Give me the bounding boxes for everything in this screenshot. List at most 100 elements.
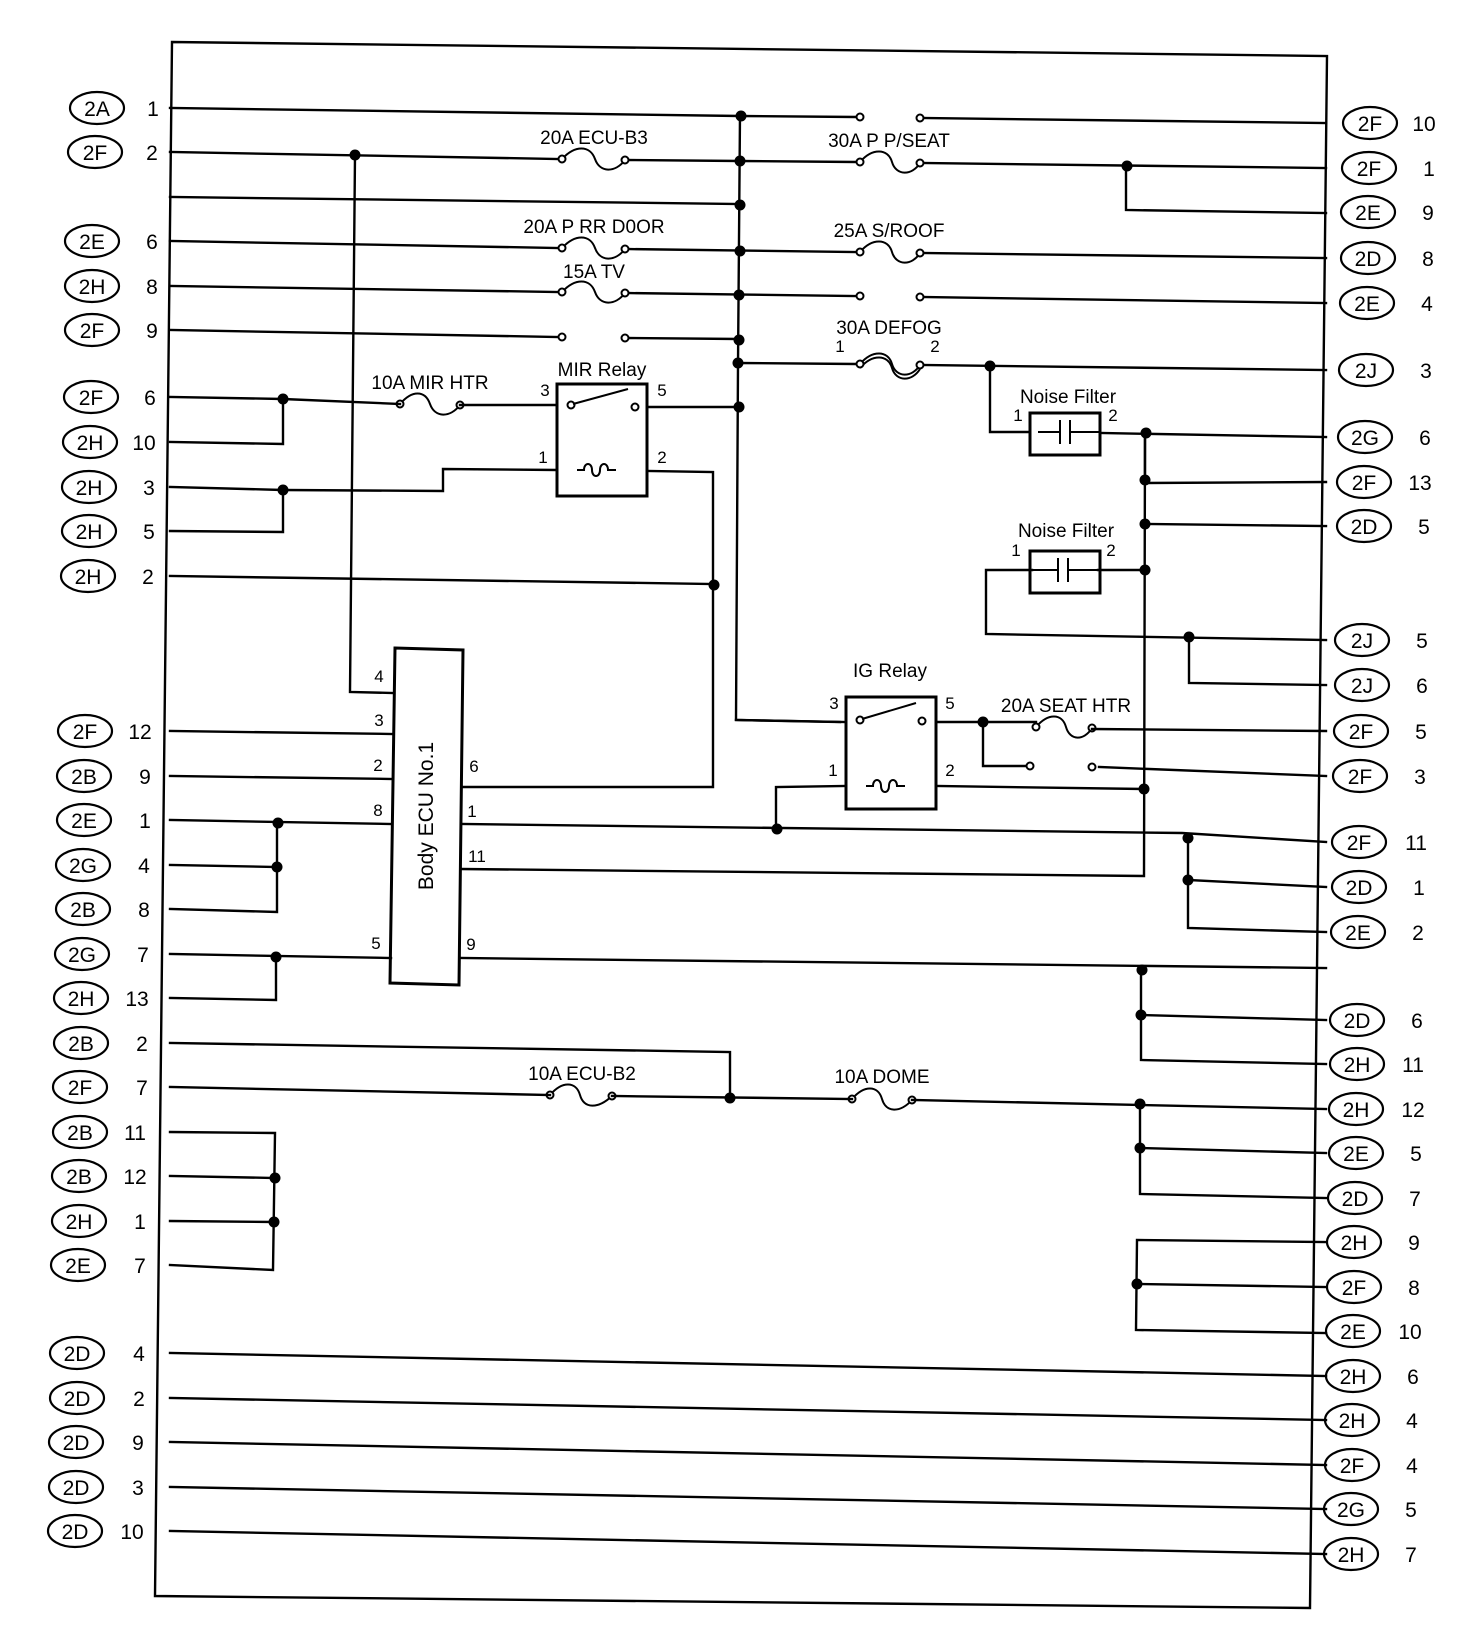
svg-text:6: 6: [1419, 427, 1431, 450]
svg-text:20A SEAT HTR: 20A SEAT HTR: [1001, 696, 1131, 717]
svg-text:2G: 2G: [69, 855, 97, 878]
svg-text:IG Relay: IG Relay: [853, 661, 927, 682]
svg-text:2: 2: [133, 1388, 145, 1411]
svg-text:1: 1: [538, 448, 547, 467]
svg-text:15A TV: 15A TV: [563, 262, 625, 283]
svg-text:7: 7: [1409, 1188, 1421, 1211]
left-connector-2H-1: 2H 1: [50, 1203, 146, 1239]
svg-text:2E: 2E: [1354, 293, 1380, 316]
svg-text:4: 4: [1406, 1455, 1418, 1478]
right-connector-2F-10: 2F 10: [1341, 105, 1436, 141]
svg-text:8: 8: [1408, 1277, 1420, 1300]
svg-text:8: 8: [1422, 248, 1434, 271]
left-connector-2F-12: 2F 12: [56, 713, 152, 749]
svg-text:2D: 2D: [1342, 1188, 1369, 1211]
svg-text:4: 4: [1421, 293, 1433, 316]
svg-text:Body ECU No.1: Body ECU No.1: [415, 742, 438, 890]
fuse-dome: 10A DOME: [834, 1067, 930, 1111]
svg-text:2F: 2F: [1342, 1277, 1367, 1300]
svg-text:30A DEFOG: 30A DEFOG: [836, 318, 942, 339]
svg-text:1: 1: [828, 761, 837, 780]
svg-text:2H: 2H: [1341, 1232, 1368, 1255]
right-connector-2J-5: 2J 5: [1333, 622, 1428, 658]
svg-text:2H: 2H: [76, 477, 103, 500]
left-connector-2B-9: 2B 9: [55, 758, 151, 794]
svg-text:2F: 2F: [80, 320, 105, 343]
svg-text:7: 7: [137, 944, 149, 967]
svg-text:9: 9: [132, 1432, 144, 1455]
svg-text:2F: 2F: [1349, 721, 1374, 744]
svg-text:3: 3: [132, 1477, 144, 1500]
right-connector-2J-3: 2J 3: [1337, 352, 1432, 388]
svg-text:2D: 2D: [64, 1343, 91, 1366]
svg-text:3: 3: [1414, 766, 1426, 789]
svg-text:2G: 2G: [1337, 1499, 1365, 1522]
wire-right-bridge: [1131, 1238, 1328, 1335]
junction-block-outline: [153, 40, 1329, 1610]
left-connector-2D-3: 2D 3: [47, 1469, 144, 1505]
svg-text:2F: 2F: [1347, 832, 1372, 855]
svg-text:5: 5: [657, 381, 666, 400]
svg-text:2H: 2H: [1343, 1099, 1370, 1122]
svg-text:10: 10: [1412, 113, 1435, 136]
svg-text:2: 2: [1412, 922, 1424, 945]
svg-text:4: 4: [1406, 1410, 1418, 1433]
svg-text:12: 12: [128, 721, 151, 744]
svg-text:20A P RR D0OR: 20A P RR D0OR: [523, 217, 664, 238]
right-connector-2H-4: 2H 4: [1323, 1402, 1418, 1438]
svg-text:10A DOME: 10A DOME: [834, 1067, 929, 1088]
wire-through-lines: [168, 1351, 1328, 1556]
svg-text:Noise Filter: Noise Filter: [1020, 387, 1117, 408]
svg-text:2F: 2F: [73, 721, 98, 744]
svg-text:2H: 2H: [68, 988, 95, 1011]
fuse-mir-htr: 10A MIR HTR: [371, 373, 489, 416]
svg-text:9: 9: [1408, 1232, 1420, 1255]
left-connector-2F-6: 2F 6: [62, 379, 156, 415]
svg-text:10: 10: [1398, 1321, 1421, 1344]
right-connector-2G-6: 2G 6: [1336, 419, 1431, 455]
left-connector-2G-7: 2G 7: [53, 936, 149, 972]
svg-text:2J: 2J: [1355, 360, 1377, 383]
svg-text:2D: 2D: [63, 1432, 90, 1455]
svg-text:2J: 2J: [1351, 630, 1373, 653]
left-connector-2E-1: 2E 1: [55, 802, 151, 838]
svg-text:2D: 2D: [1346, 877, 1373, 900]
svg-text:2E: 2E: [1343, 1143, 1369, 1166]
svg-text:1: 1: [1423, 158, 1435, 181]
fuse-p-rr-door: 20A P RR D0OR: [523, 217, 665, 260]
fuse-s-roof: 25A S/ROOF: [834, 221, 944, 264]
svg-text:1: 1: [1011, 541, 1020, 560]
right-connector-2H-7: 2H 7: [1322, 1536, 1417, 1572]
svg-text:5: 5: [1410, 1143, 1422, 1166]
svg-text:2F: 2F: [1358, 113, 1383, 136]
svg-text:2D: 2D: [62, 1521, 89, 1544]
svg-text:9: 9: [139, 766, 151, 789]
svg-text:8: 8: [373, 801, 382, 820]
svg-text:2E: 2E: [79, 231, 105, 254]
svg-text:6: 6: [1407, 1366, 1419, 1389]
svg-text:11: 11: [468, 847, 486, 866]
svg-text:30A P P/SEAT: 30A P P/SEAT: [828, 131, 950, 152]
svg-text:2D: 2D: [63, 1477, 90, 1500]
svg-text:7: 7: [1405, 1544, 1417, 1567]
fuse-tv: 15A TV: [557, 262, 630, 304]
svg-text:2F: 2F: [1340, 1455, 1365, 1478]
svg-text:2: 2: [1106, 541, 1115, 560]
svg-text:3: 3: [1420, 360, 1432, 383]
svg-text:10: 10: [132, 432, 155, 455]
right-connector-2E-2: 2E 2: [1329, 914, 1424, 950]
svg-text:1: 1: [467, 802, 476, 821]
left-connector-2H-5: 2H 5: [60, 513, 155, 549]
svg-text:2: 2: [945, 761, 954, 780]
right-connector-2D-5: 2D 5: [1335, 508, 1430, 544]
svg-text:13: 13: [1408, 472, 1431, 495]
svg-text:5: 5: [1405, 1499, 1417, 1522]
svg-text:2H: 2H: [75, 566, 102, 589]
svg-text:12: 12: [123, 1166, 146, 1189]
right-connector-2E-9: 2E 9: [1339, 194, 1434, 230]
left-connector-2D-10: 2D 10: [46, 1513, 144, 1549]
wire-noise-filter-circuit: [984, 427, 1328, 687]
left-connector-2D-4: 2D 4: [48, 1335, 145, 1371]
svg-text:2E: 2E: [65, 1255, 91, 1278]
right-connector-2F-5: 2F 5: [1332, 713, 1427, 749]
